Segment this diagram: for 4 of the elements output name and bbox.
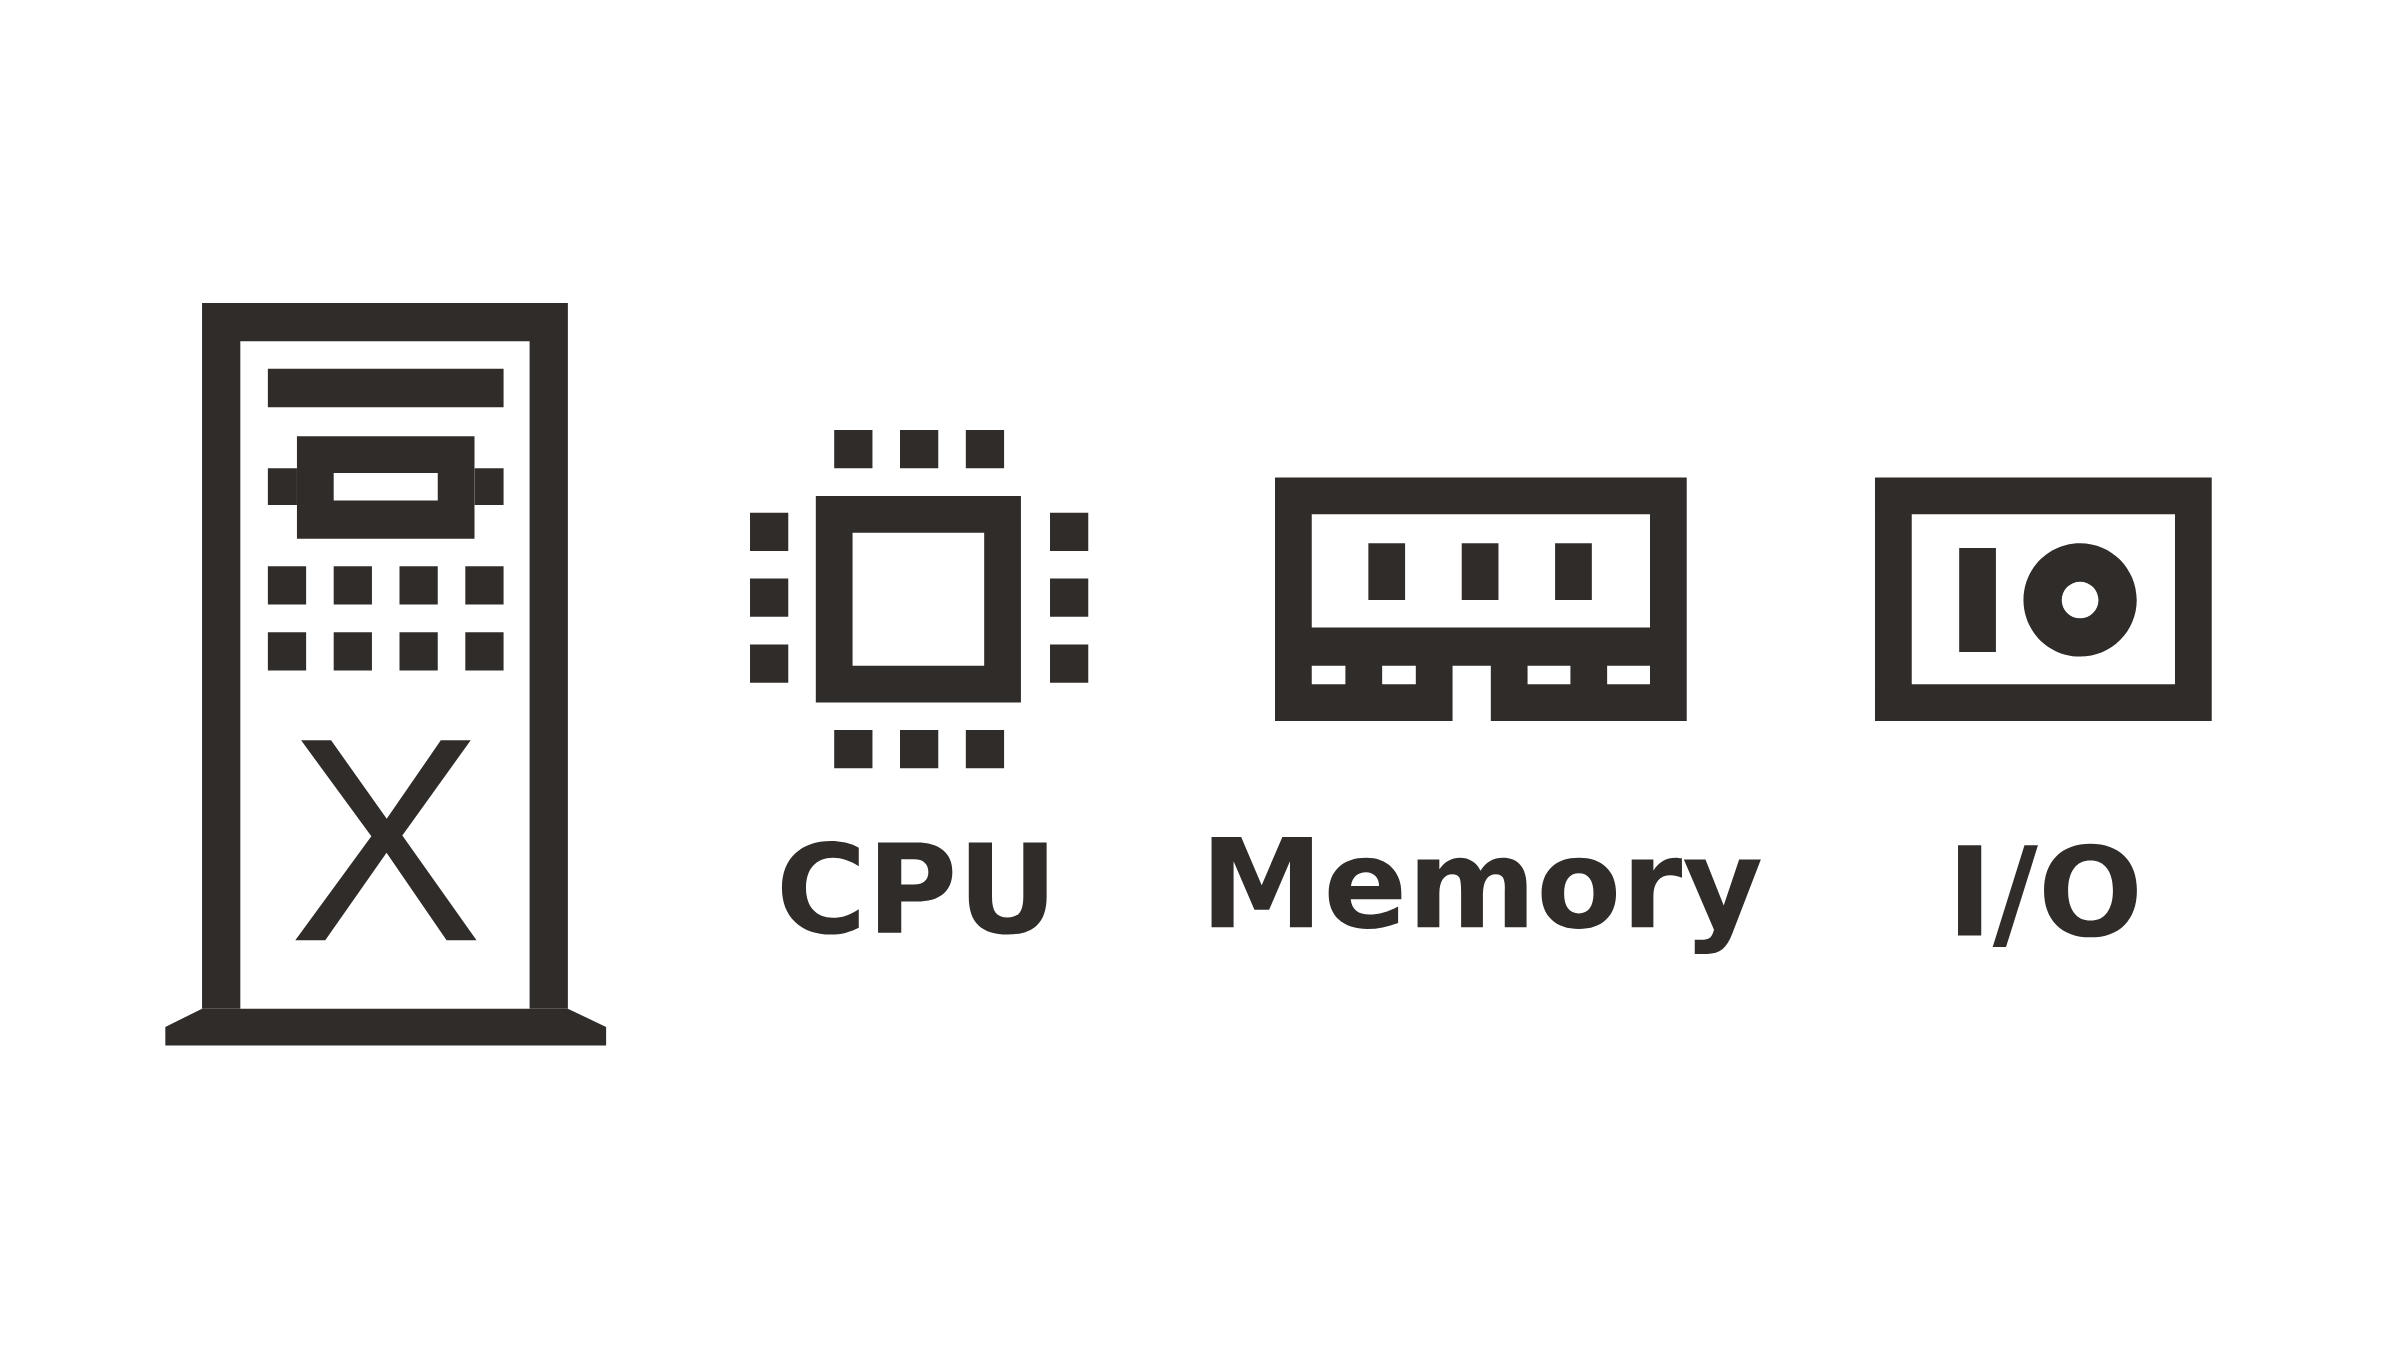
- icon-label: I/O: [1958, 843, 2137, 948]
- icon-label: Memory: [1211, 836, 1761, 954]
- tower-letter: X: [295, 740, 477, 941]
- icon-label: CPU: [781, 840, 1047, 935]
